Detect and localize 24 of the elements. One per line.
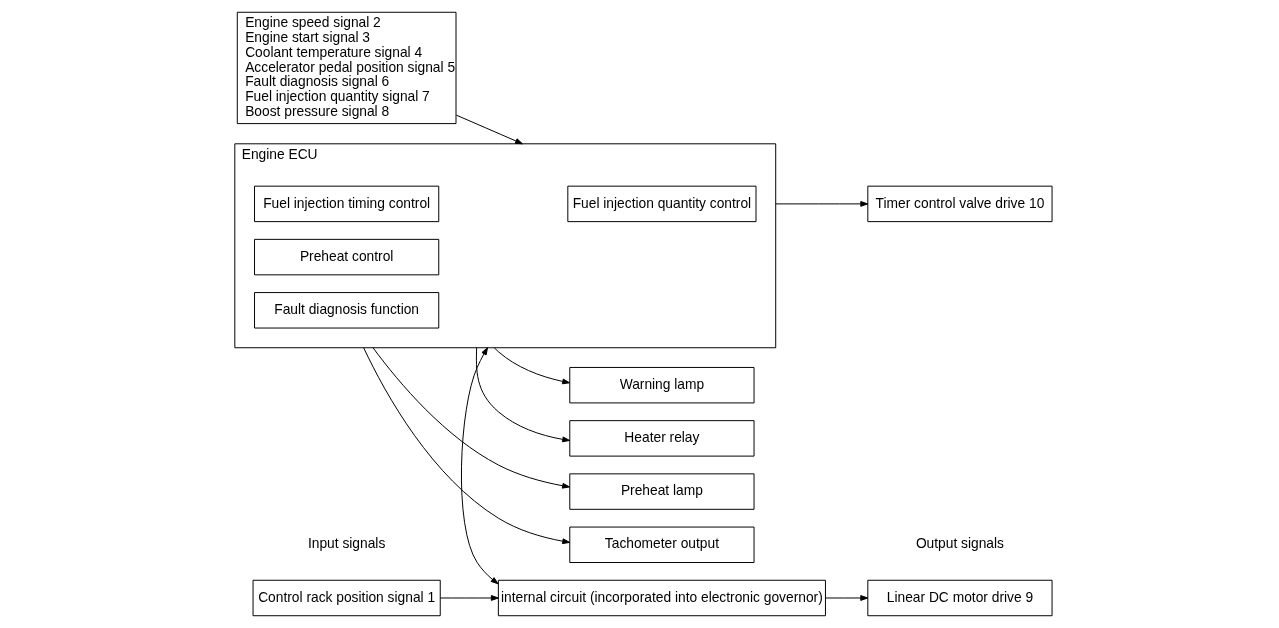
node-box: Warning lamp (569, 366, 755, 404)
node-box: Fuel injection quantity control (567, 185, 757, 223)
node-box: Fault diagnosis function (254, 292, 440, 329)
node-box: internal circuit (incorporated into electronic governor) (497, 579, 826, 617)
node-box: Tachometer output (569, 526, 755, 563)
node-box: Preheat lamp (569, 473, 755, 510)
node-box: Engine speed signal 2 Engine start signal 3 Coolant temperature signal 4 Accelerator pedal position signal 5 Fault diagnosis signal 6 Fuel injection quantity signal 7 Boost pressure signal 8 (236, 11, 457, 125)
label: Input signals (307, 536, 386, 552)
arrow (363, 347, 571, 545)
arrow (775, 201, 869, 207)
arrow (475, 347, 571, 443)
arrow (439, 595, 499, 601)
arrow (372, 347, 570, 489)
arrow (455, 114, 523, 145)
node-box: Fuel injection timing control (254, 185, 440, 223)
node-box: Heater relay (569, 420, 755, 457)
arrow (825, 595, 869, 601)
node-box: Control rack position signal 1 (252, 579, 441, 617)
node-box: Preheat control (254, 238, 440, 276)
arrow (461, 347, 499, 585)
node-box: Timer control valve drive 10 (867, 185, 1053, 223)
label: Output signals (915, 536, 1004, 552)
arrow (493, 347, 571, 385)
node-box: Linear DC motor drive 9 (867, 579, 1053, 617)
